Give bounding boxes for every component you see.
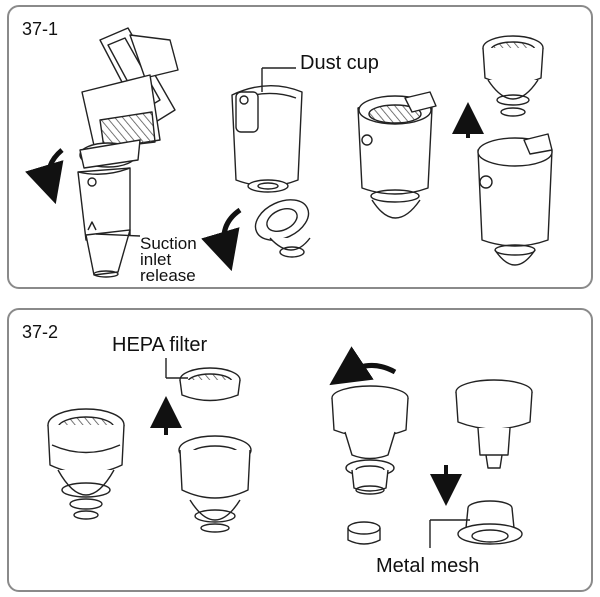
- hepa-filter-illustration: [179, 367, 241, 402]
- ring-part-illustration: [347, 521, 381, 545]
- rotate-arrow-icon: [201, 207, 242, 272]
- step-number: 37-2: [22, 322, 59, 342]
- dust-cup-body-illustration: [477, 133, 553, 266]
- rotate-arrow-icon: [25, 148, 64, 205]
- step-number: 37-1: [22, 19, 59, 39]
- cyclone-illustration: [455, 379, 533, 469]
- open-dust-cup-illustration: [357, 91, 437, 219]
- suction-inlet-label-line1: Suction: [140, 234, 197, 253]
- suction-inlet-illustration: [77, 167, 141, 278]
- cyclone-rotate-illustration: [331, 385, 409, 495]
- hepa-filter-label: HEPA filter: [112, 334, 208, 356]
- dust-cup-illustration: [231, 84, 311, 258]
- filter-assembly-illustration: [482, 35, 544, 117]
- filter-cup-illustration: [47, 408, 125, 520]
- metal-mesh-label: Metal mesh: [376, 555, 480, 577]
- vacuum-body-illustration: [79, 27, 179, 169]
- metal-mesh-illustration: [457, 500, 523, 545]
- rotate-arrow-icon: [329, 346, 397, 386]
- filter-housing-illustration: [178, 435, 252, 533]
- dust-cup-label: Dust cup: [300, 52, 379, 74]
- suction-inlet-label-line3: release: [140, 266, 196, 285]
- suction-inlet-label-line2: inlet: [140, 250, 172, 269]
